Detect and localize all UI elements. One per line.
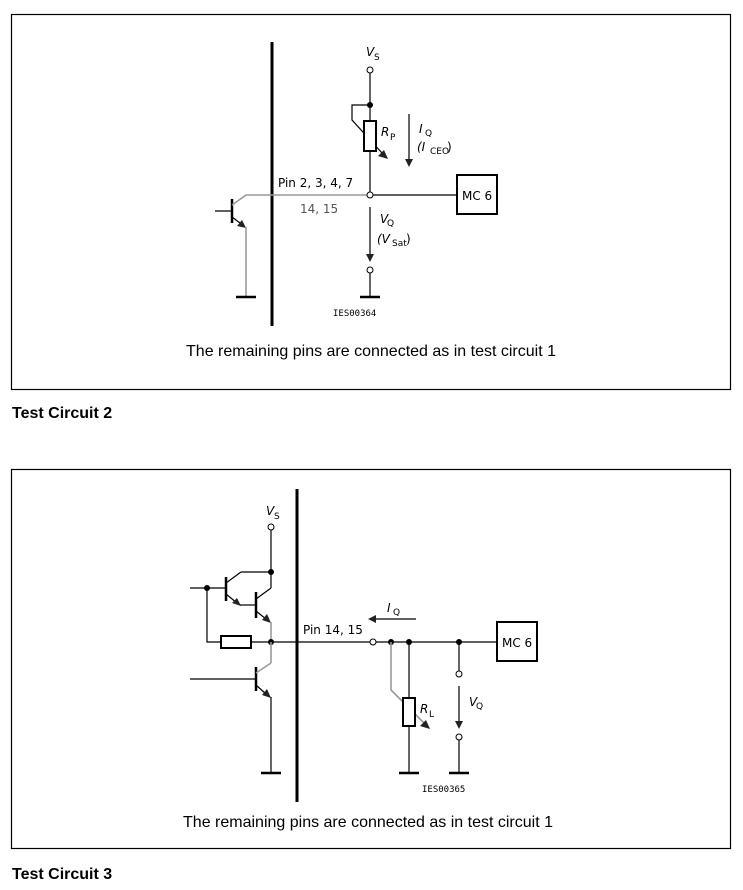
mc6-module-box [496, 621, 538, 662]
low-side-transistor-icon [190, 642, 281, 775]
supply-label: V [266, 504, 275, 518]
voltage-subscript: Q [476, 702, 483, 712]
potentiometer-rp-icon [351, 104, 388, 192]
output-terminal-icon [366, 191, 374, 199]
module-label: MC 6 [462, 189, 492, 203]
figure-frame [10, 13, 732, 391]
rp-subscript: P [390, 133, 396, 143]
output-transistor-icon [215, 194, 256, 299]
drawing-id: IES00364 [333, 309, 376, 319]
pins-label: Pin 14, 15 [303, 623, 363, 637]
darlington-transistor-icon [190, 571, 272, 642]
mc6-module-box [456, 174, 498, 215]
voltage-subscript: Q [387, 219, 394, 229]
supply-subscript: S [274, 512, 280, 522]
supply-subscript: S [374, 53, 380, 63]
figure-caption: The remaining pins are connected as in t… [186, 343, 556, 360]
ground-terminal-icon [366, 266, 374, 274]
supply-terminal-icon [267, 523, 275, 531]
current-subscript: Q [425, 129, 432, 139]
resistor-icon [220, 635, 252, 649]
test-circuit-2-figure: Pin 2, 3, 4, 7 14, 15 V S R P I Q (I CEO… [10, 13, 732, 391]
pins-label-line2: 14, 15 [300, 202, 338, 216]
output-terminal-icon [369, 638, 377, 646]
potentiometer-rl-icon [390, 642, 430, 775]
figure-caption: The remaining pins are connected as in t… [183, 814, 553, 831]
current-alt-label: (I [417, 140, 426, 154]
figure-heading: Test Circuit 2 [12, 405, 112, 422]
test-circuit-3-figure: V S [10, 468, 732, 850]
current-label: I [387, 601, 391, 615]
measure-terminal-icon [455, 670, 463, 678]
voltage-label: V [380, 212, 389, 226]
figure-frame [10, 468, 732, 850]
current-subscript: Q [393, 608, 400, 618]
voltage-alt-subscript: Sat [392, 239, 407, 249]
rp-label: R [381, 125, 389, 139]
voltage-alt-close: ) [406, 232, 411, 246]
ground-terminal-icon [455, 733, 463, 741]
rl-label: R [420, 702, 428, 716]
pins-label: Pin 2, 3, 4, 7 [278, 176, 353, 190]
supply-label: V [366, 45, 375, 59]
current-alt-close: ) [447, 140, 452, 154]
supply-terminal-icon [366, 66, 374, 74]
current-alt-subscript: CEO [430, 147, 449, 157]
voltage-label: V [469, 695, 478, 709]
drawing-id: IES00365 [422, 785, 465, 795]
figure-heading: Test Circuit 3 [12, 866, 112, 883]
voltage-alt-label: (V [377, 232, 391, 246]
rl-subscript: L [429, 710, 434, 720]
current-label: I [419, 122, 423, 136]
module-label: MC 6 [502, 636, 532, 650]
